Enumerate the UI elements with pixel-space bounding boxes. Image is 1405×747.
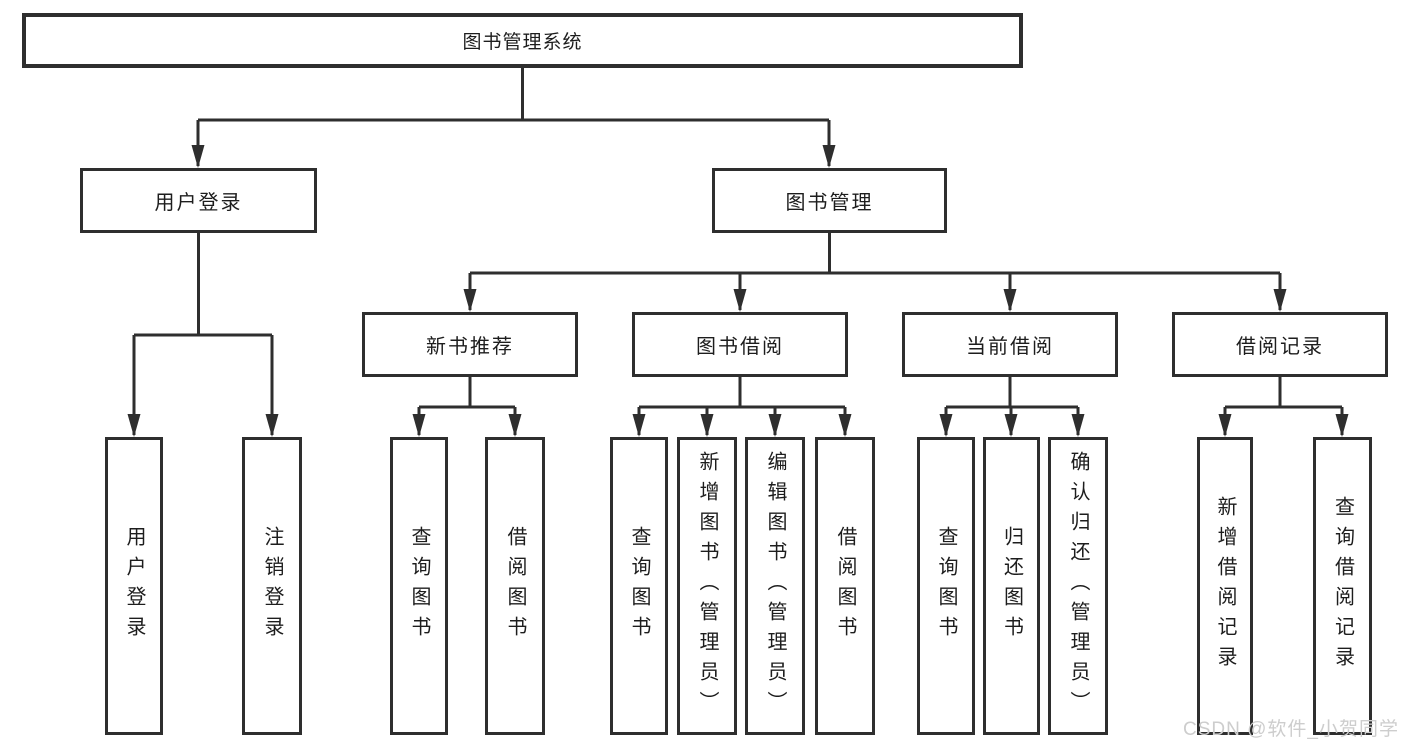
- connector-login-to-leaves: [127, 233, 279, 437]
- leaf-borrow-books: 借阅图书: [815, 437, 875, 735]
- node-book-borrowing: 图书借阅: [632, 312, 848, 377]
- node-borrowing-records-label: 借阅记录: [1236, 336, 1324, 358]
- node-new-book-recommend: 新书推荐: [362, 312, 578, 377]
- leaf-edit-books-admin: 编辑图书（管理员）: [745, 437, 805, 735]
- connector-newbook-to-leaves: [412, 377, 522, 437]
- connector-current-to-leaves: [939, 377, 1085, 437]
- leaf-return-books-label: 归还图书: [1000, 526, 1023, 646]
- node-user-login-branch-label: 用户登录: [154, 192, 243, 214]
- leaf-add-books-admin: 新增图书（管理员）: [677, 437, 737, 735]
- connector-root-to-level2: [191, 68, 836, 168]
- node-book-management-branch-label: 图书管理: [785, 192, 874, 214]
- leaf-borrow-query-books-label: 查询图书: [628, 526, 650, 646]
- leaf-confirm-return-admin: 确认归还（管理员）: [1048, 437, 1108, 735]
- connector-bookmgmt-to-level3: [463, 233, 1287, 312]
- csdn-watermark: CSDN @软件_小贺同学: [1183, 719, 1399, 740]
- node-system-root: 图书管理系统: [22, 13, 1023, 68]
- connector-borrow-to-leaves: [632, 377, 852, 437]
- leaf-confirm-return-admin-label: 确认归还（管理员）: [1067, 451, 1089, 721]
- leaf-newbook-query-books-label: 查询图书: [408, 526, 430, 646]
- node-system-root-label: 图书管理系统: [462, 32, 583, 53]
- node-current-borrowing: 当前借阅: [902, 312, 1118, 377]
- leaf-edit-books-admin-label: 编辑图书（管理员）: [764, 451, 786, 721]
- leaf-newbook-query-books: 查询图书: [390, 437, 448, 735]
- leaf-query-borrow-record: 查询借阅记录: [1313, 437, 1372, 735]
- leaf-logout-label: 注销登录: [261, 526, 283, 646]
- leaf-logout: 注销登录: [242, 437, 302, 735]
- leaf-current-query-books: 查询图书: [917, 437, 975, 735]
- node-book-management-branch: 图书管理: [712, 168, 947, 233]
- connector-records-to-leaves: [1218, 377, 1349, 437]
- leaf-user-login: 用户登录: [105, 437, 163, 735]
- leaf-add-borrow-record-label: 新增借阅记录: [1214, 496, 1236, 676]
- leaf-newbook-borrow-books-label: 借阅图书: [504, 526, 526, 646]
- leaf-add-borrow-record: 新增借阅记录: [1197, 437, 1253, 735]
- node-user-login-branch: 用户登录: [80, 168, 317, 233]
- leaf-add-books-admin-label: 新增图书（管理员）: [696, 451, 718, 721]
- leaf-borrow-query-books: 查询图书: [610, 437, 668, 735]
- leaf-borrow-books-label: 借阅图书: [834, 526, 856, 646]
- node-book-borrowing-label: 图书借阅: [696, 336, 784, 358]
- node-new-book-recommend-label: 新书推荐: [426, 336, 514, 358]
- leaf-query-borrow-record-label: 查询借阅记录: [1331, 496, 1354, 676]
- node-borrowing-records: 借阅记录: [1172, 312, 1388, 377]
- leaf-user-login-label: 用户登录: [123, 526, 145, 646]
- leaf-newbook-borrow-books: 借阅图书: [485, 437, 545, 735]
- node-current-borrowing-label: 当前借阅: [966, 336, 1054, 358]
- leaf-return-books: 归还图书: [983, 437, 1040, 735]
- leaf-current-query-books-label: 查询图书: [935, 526, 957, 646]
